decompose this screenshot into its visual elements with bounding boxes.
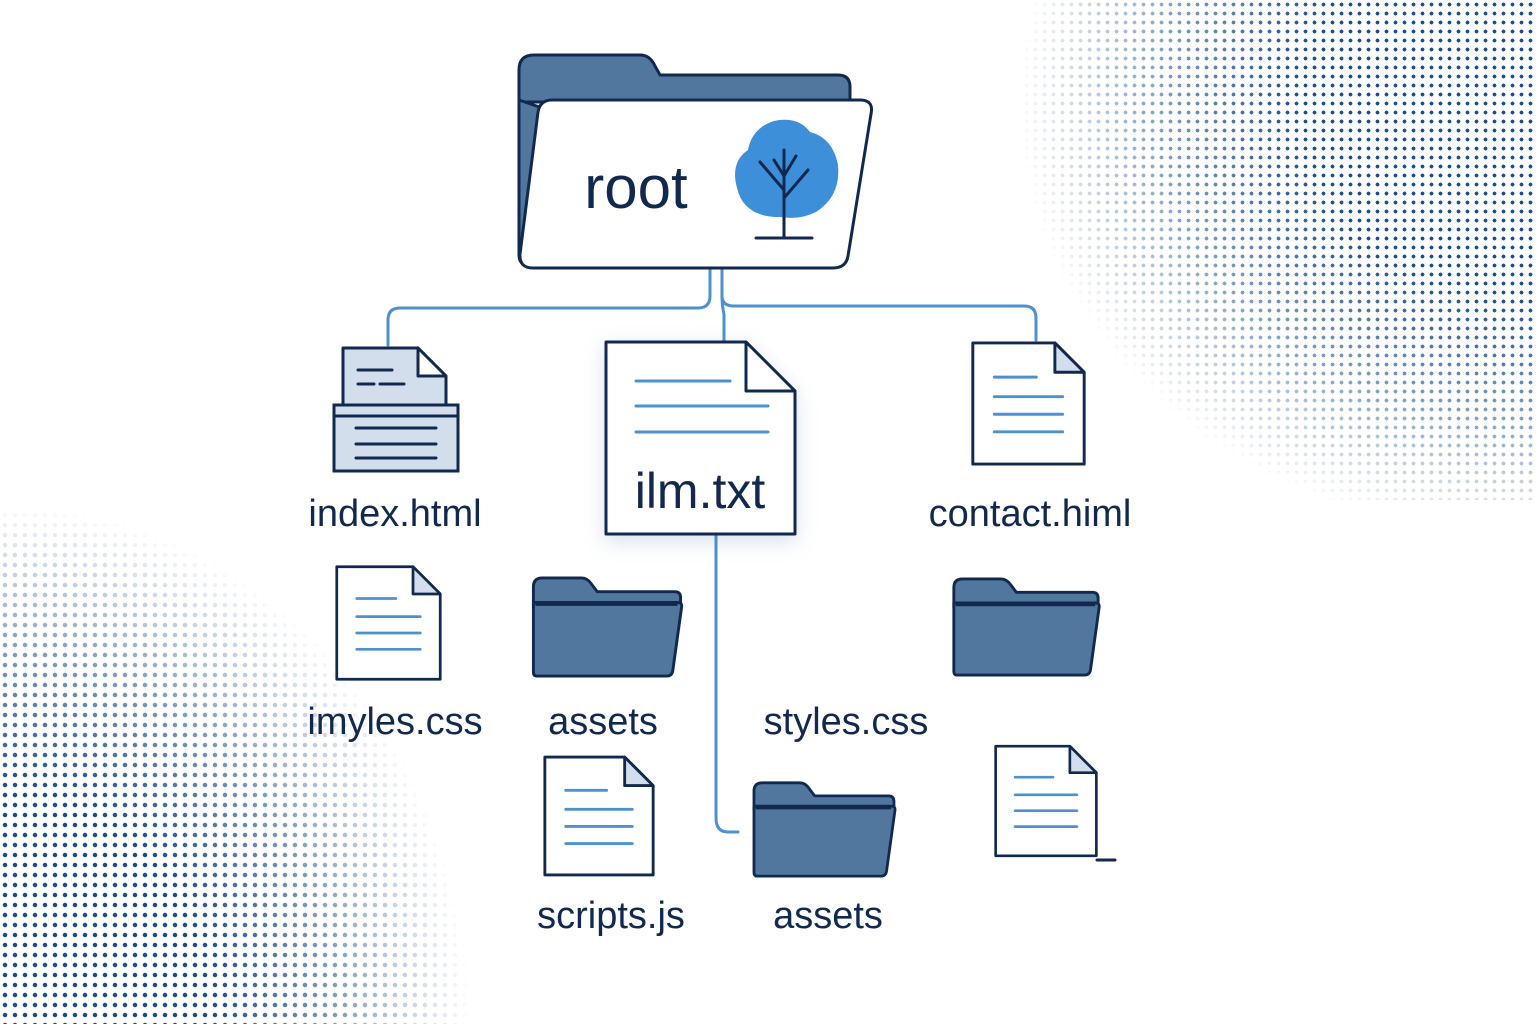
tree-icon (735, 119, 839, 240)
node-assets-top[interactable]: assets (531, 576, 684, 743)
node-unlabeled-document[interactable] (994, 744, 1117, 862)
node-imyles-css[interactable]: imyles.css (307, 565, 483, 743)
connector-to-contact (720, 294, 1038, 342)
connector-to-index (386, 294, 712, 347)
tree-connectors (386, 266, 1038, 834)
node-assets-bottom[interactable]: assets (752, 781, 897, 937)
node-label-contact-himl: contact.himl (929, 493, 1132, 535)
folder-icon (952, 577, 1101, 677)
node-label-scripts-js: scripts.js (537, 895, 685, 937)
text-file-icon (604, 340, 797, 536)
document-icon (335, 565, 442, 681)
node-label-index-html: index.html (308, 493, 481, 535)
root-folder[interactable]: root (517, 53, 873, 270)
document-icon (994, 744, 1117, 862)
folder-icon (752, 781, 897, 878)
connector-to-assets-bottom (714, 533, 740, 834)
root-label: root (584, 154, 688, 221)
node-contact-himl[interactable]: contact.himl (929, 341, 1132, 535)
document-icon (543, 755, 655, 877)
node-label-styles-css: styles.css (764, 701, 929, 743)
node-label-imyles-css: imyles.css (307, 701, 482, 743)
node-ilm-txt[interactable]: ilm.txt (604, 340, 797, 536)
focus-file-label: ilm.txt (635, 463, 766, 519)
folder-icon (531, 576, 684, 678)
archive-file-icon (332, 346, 460, 473)
node-index-html[interactable]: index.html (308, 346, 482, 535)
node-scripts-js[interactable]: scripts.js (537, 755, 685, 937)
node-label-assets-top: assets (548, 701, 658, 743)
node-styles-css[interactable]: styles.css (764, 577, 1101, 743)
document-icon (971, 341, 1086, 466)
node-label-assets-bottom: assets (773, 895, 883, 937)
